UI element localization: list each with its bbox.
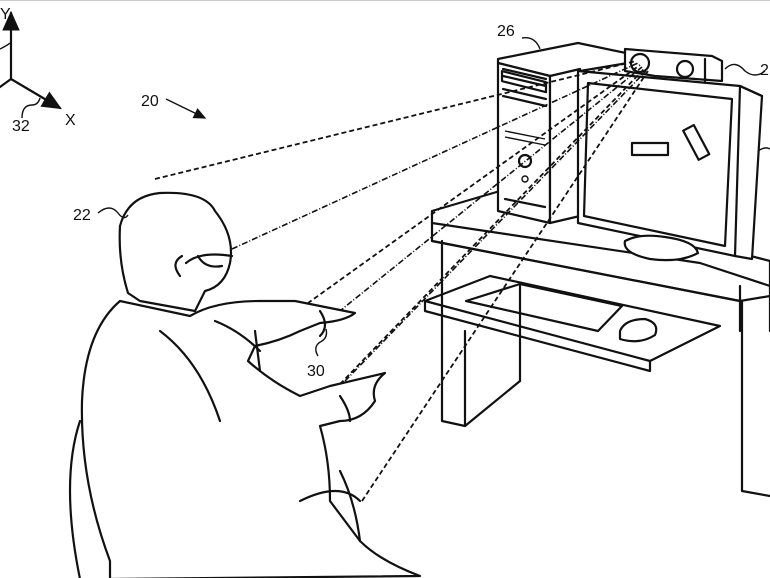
y-axis-label: Y: [0, 6, 11, 23]
sight-lines: [154, 60, 649, 502]
screen-object: [682, 123, 711, 161]
ref-label-26: 26: [497, 23, 515, 40]
user-figure: [68, 191, 422, 578]
x-axis-arrow: [9, 77, 62, 110]
coordinate-axes: Y X 32: [0, 6, 76, 135]
ref-arrow-20: [165, 98, 207, 119]
screen-object: [630, 141, 670, 157]
x-axis-label: X: [65, 112, 76, 129]
ref-label-22: 22: [73, 207, 91, 224]
ref-label-30: 30: [307, 363, 325, 380]
mouse: [618, 317, 658, 343]
ref-label-20: 20: [141, 93, 159, 110]
monitor: [576, 69, 764, 262]
ref-label-32: 32: [12, 118, 30, 135]
ref-label-sensor: 2: [760, 62, 769, 79]
